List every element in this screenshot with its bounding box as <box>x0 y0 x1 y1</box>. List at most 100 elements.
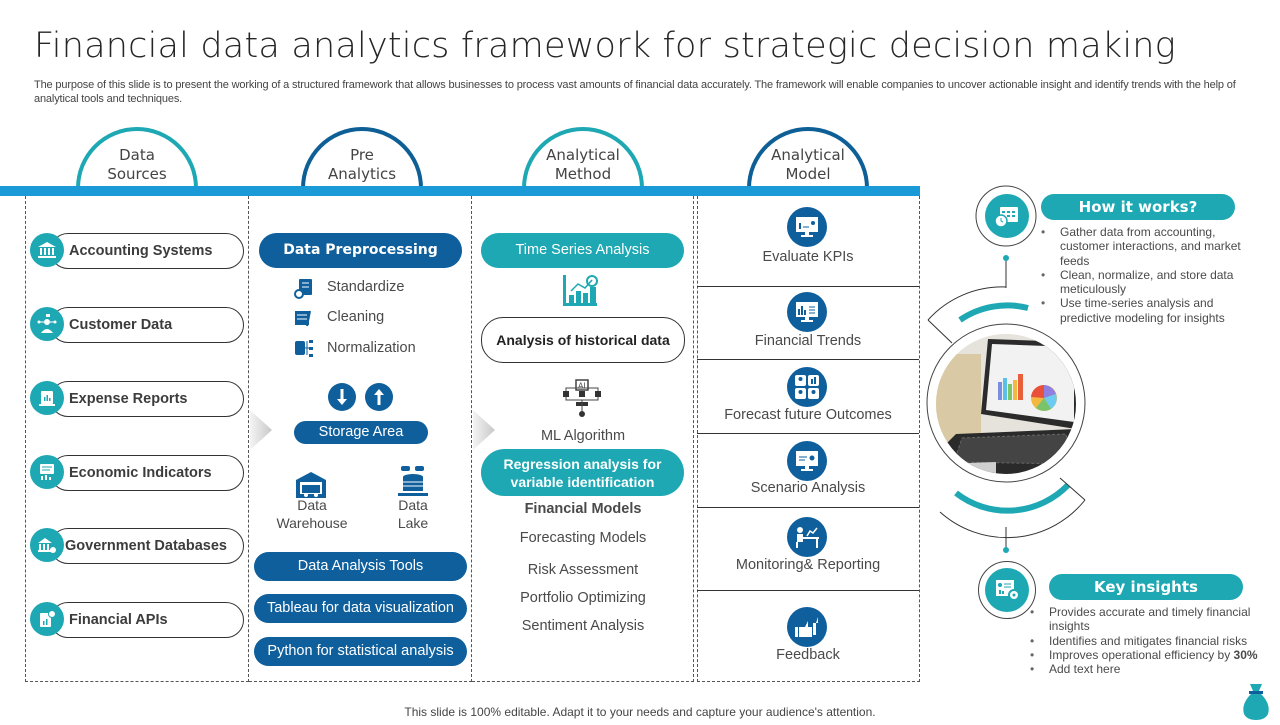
trend-monitor-icon <box>787 292 827 332</box>
stage-line: Analytics <box>327 165 397 183</box>
time-series-chart-icon <box>563 273 601 307</box>
how-it-works-item: Clean, normalize, and store data meticul… <box>1038 268 1248 297</box>
key-insights-badge: Key insights <box>1049 574 1243 600</box>
cleaning-icon <box>293 308 315 328</box>
model-financial-trends: Financial Trends <box>754 333 862 349</box>
source-label: Financial APIs <box>69 612 168 628</box>
chevron-right-icon <box>250 410 272 450</box>
source-label: Economic Indicators <box>69 465 212 481</box>
model-divider <box>697 433 919 434</box>
model-feedback: Feedback <box>776 647 840 663</box>
how-it-works-item: Use time-series analysis and predictive … <box>1038 296 1248 325</box>
data-analysis-tools-pill[interactable]: Data Analysis Tools <box>254 552 467 581</box>
regression-line: Regression analysis for <box>503 456 662 472</box>
key-insights-list: Provides accurate and timely financial i… <box>1027 605 1267 677</box>
time-series-pill[interactable]: Time Series Analysis <box>481 233 684 268</box>
report-gear-icon <box>985 568 1029 612</box>
government-building-icon <box>30 528 64 562</box>
source-label: Customer Data <box>69 317 173 333</box>
page-title: Financial data analytics framework for s… <box>34 26 1176 66</box>
data-lake-icon <box>397 465 429 497</box>
model-monitoring-reporting: Monitoring& Reporting <box>735 557 881 573</box>
tableau-pill[interactable]: Tableau for data visualization <box>254 594 467 623</box>
source-label: Government Databases <box>65 538 227 554</box>
column-analytical-model <box>697 196 920 682</box>
how-it-works-list: Gather data from accounting, customer in… <box>1038 225 1248 325</box>
data-source-economic[interactable]: Economic Indicators <box>30 455 244 491</box>
stage-line: Pre <box>350 146 374 164</box>
model-divider <box>697 359 919 360</box>
stage-line: Analytical <box>771 146 845 164</box>
svg-text:AI: AI <box>578 382 586 391</box>
standardize-icon <box>293 277 315 299</box>
key-insight-item: Improves operational efficiency by 30% <box>1027 647 1267 663</box>
calendar-clock-icon <box>985 194 1029 238</box>
model-divider <box>697 590 919 591</box>
financial-models-title: Financial Models <box>524 501 642 517</box>
financial-api-icon <box>30 602 64 636</box>
data-source-financial-apis[interactable]: Financial APIs <box>30 602 244 638</box>
scenario-monitor-icon <box>787 441 827 481</box>
how-it-works-badge: How it works? <box>1041 194 1235 220</box>
data-source-accounting[interactable]: Accounting Systems <box>30 233 244 269</box>
key-insight-highlight: 30% <box>1233 647 1258 662</box>
ml-algorithm-label: ML Algorithm <box>540 428 626 444</box>
person-desk-icon <box>787 517 827 557</box>
model-evaluate-kpis: Evaluate KPIs <box>762 249 854 265</box>
key-insight-item: Add text here <box>1027 662 1267 677</box>
model-forecast-outcomes: Forecast future Outcomes <box>724 407 892 423</box>
arrow-up-icon <box>365 383 393 411</box>
regression-analysis-pill[interactable]: Regression analysis for variable identif… <box>481 449 684 496</box>
column-data-sources <box>25 196 249 682</box>
financial-model-item: Sentiment Analysis <box>521 618 645 634</box>
column-analytical-method <box>472 196 694 682</box>
how-it-works-item: Gather data from accounting, customer in… <box>1038 225 1248 268</box>
financial-model-item: Forecasting Models <box>519 530 647 546</box>
source-label: Expense Reports <box>69 391 188 407</box>
storage-line: Lake <box>397 515 429 531</box>
data-preprocessing-pill[interactable]: Data Preprocessing <box>259 233 462 268</box>
economic-indicator-icon <box>30 455 64 489</box>
storage-line: Data <box>297 497 327 513</box>
bank-icon <box>30 233 64 267</box>
key-insight-item: Identifies and mitigates financial risks <box>1027 634 1267 649</box>
laptop-photo <box>936 334 1076 474</box>
storage-area-pill[interactable]: Storage Area <box>294 421 428 444</box>
model-scenario-analysis: Scenario Analysis <box>750 480 866 496</box>
stage-line: Method <box>554 165 612 183</box>
key-insight-item: Provides accurate and timely financial i… <box>1027 605 1267 634</box>
warehouse-icon <box>295 470 327 498</box>
kpi-monitor-icon <box>787 207 827 247</box>
stage-line: Model <box>785 165 831 183</box>
ml-algorithm-icon: AI <box>562 378 602 418</box>
historical-data-pill[interactable]: Analysis of historical data <box>481 317 685 363</box>
data-source-customer[interactable]: Customer Data <box>30 307 244 343</box>
column-pre-analytics <box>249 196 472 682</box>
source-label: Accounting Systems <box>69 243 213 259</box>
regression-line: variable identification <box>510 474 655 490</box>
financial-model-item: Portfolio Optimizing <box>520 590 646 606</box>
stage-bar <box>0 186 920 196</box>
storage-line: Warehouse <box>276 515 348 531</box>
stage-line: Data <box>119 146 155 164</box>
step-normalization: Normalization <box>327 340 416 356</box>
data-source-government[interactable]: Government Databases <box>30 528 244 564</box>
model-divider <box>697 286 919 287</box>
python-pill[interactable]: Python for statistical analysis <box>254 637 467 666</box>
money-bag-icon <box>1240 682 1272 720</box>
key-insight-text: Improves operational efficiency by <box>1049 647 1234 662</box>
model-divider <box>697 507 919 508</box>
financial-model-item: Risk Assessment <box>527 562 639 578</box>
data-source-expense[interactable]: Expense Reports <box>30 381 244 417</box>
normalization-icon <box>293 338 315 360</box>
storage-line: Data <box>398 497 428 513</box>
footer-note: This slide is 100% editable. Adapt it to… <box>404 705 876 719</box>
expense-report-icon <box>30 381 64 415</box>
customer-network-icon <box>30 307 64 341</box>
